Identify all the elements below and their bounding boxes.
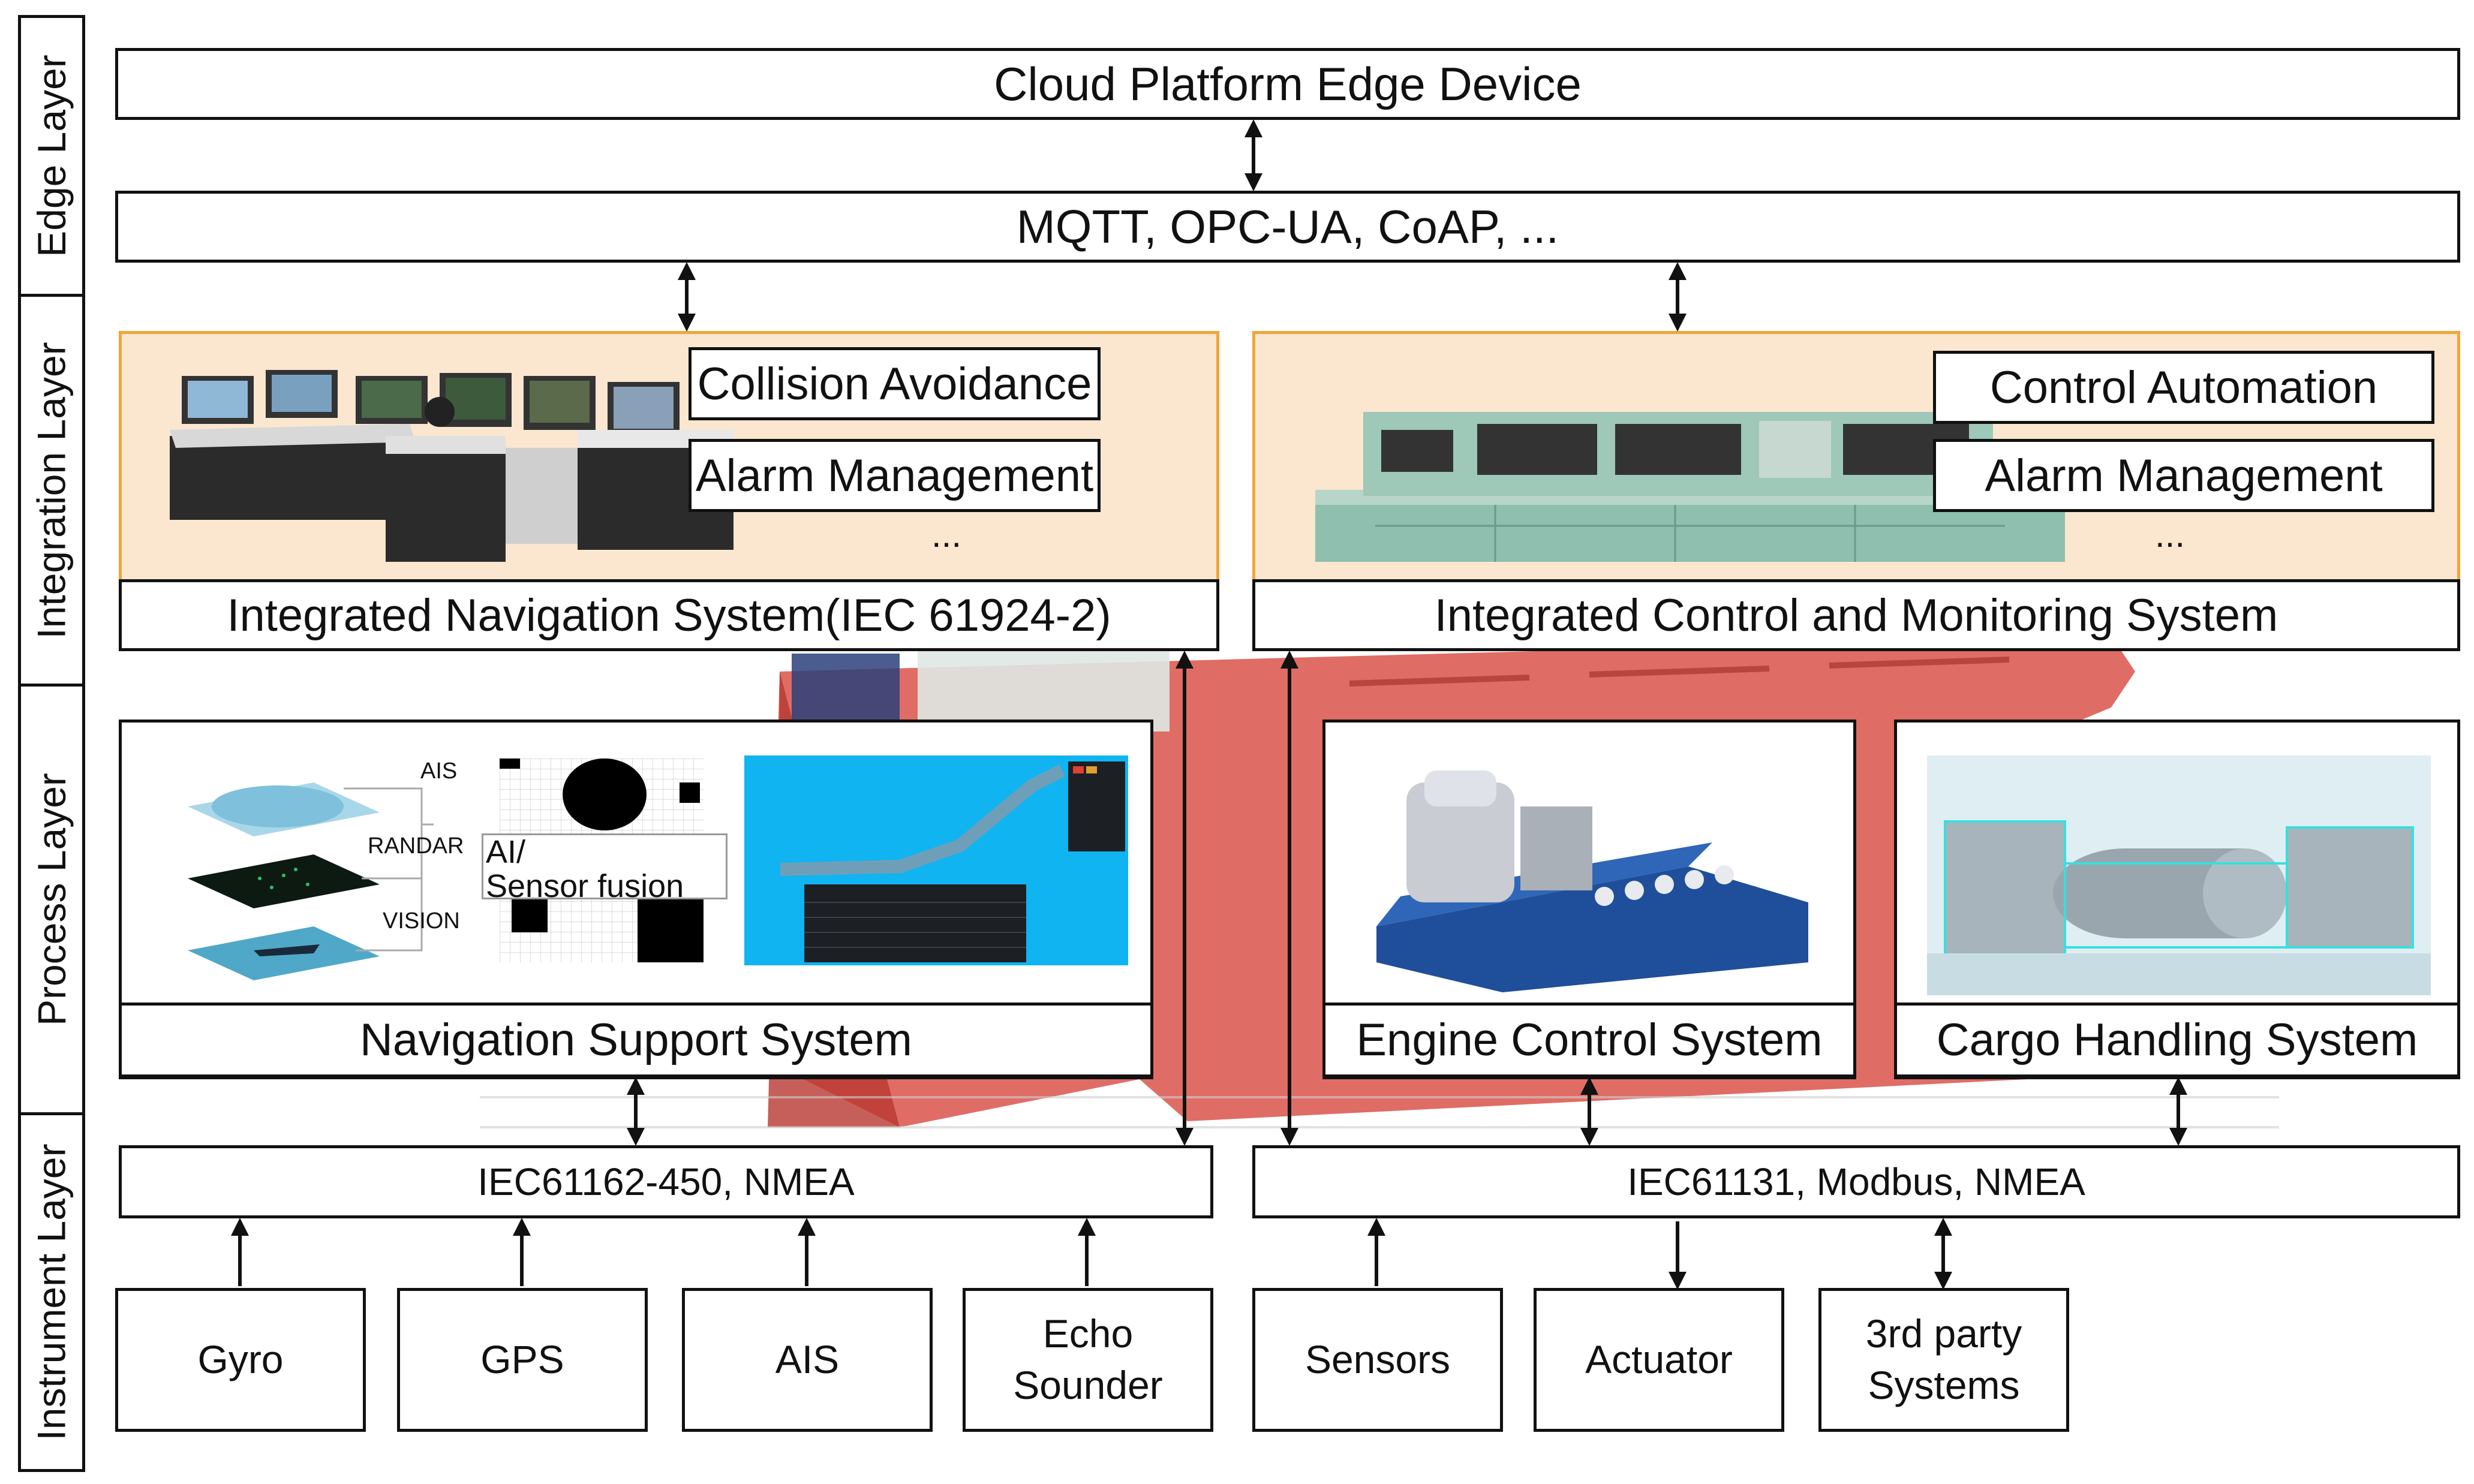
sensor-fusion-label: AI/ Sensor fusion	[482, 833, 728, 903]
control-alarm-management-box: Alarm Management	[1933, 439, 2434, 512]
bus-right-box: IEC61131, Modbus, NMEA	[1252, 1145, 2460, 1218]
layer-label-edge: Edge Layer	[18, 15, 85, 297]
control-more-ellipsis: ...	[2155, 514, 2186, 555]
integrated-control-title: Integrated Control and Monitoring System	[1434, 589, 2278, 641]
control-alarm-management-label: Alarm Management	[1985, 450, 2383, 501]
nav-support-title: Navigation Support System	[360, 1015, 912, 1065]
device-gps: GPS	[397, 1288, 648, 1432]
collision-avoidance-box: Collision Avoidance	[689, 347, 1101, 420]
device-echo-sounder: Echo Sounder	[963, 1288, 1213, 1432]
integrated-nav-title-box: Integrated Navigation System(IEC 61924-2…	[119, 579, 1219, 651]
layer-label-process: Process Layer	[18, 684, 85, 1115]
edge-protocols-label: MQTT, OPC-UA, CoAP, ...	[1016, 200, 1559, 253]
integrated-nav-panel: Collision Avoidance Alarm Management ...	[119, 331, 1219, 583]
cloud-platform-box: Cloud Platform Edge Device	[115, 48, 2460, 120]
engine-image	[1376, 770, 1808, 992]
device-gyro: Gyro	[115, 1288, 366, 1432]
nav-alarm-management-label: Alarm Management	[695, 450, 1094, 501]
stack-label-ais: AIS	[420, 758, 458, 784]
bus-right-label: IEC61131, Modbus, NMEA	[1627, 1160, 2085, 1203]
control-automation-box: Control Automation	[1933, 351, 2434, 424]
integrated-nav-title: Integrated Navigation System(IEC 61924-2…	[227, 589, 1111, 641]
bus-left-label: IEC61162-450, NMEA	[477, 1160, 855, 1203]
nav-support-title-box: Navigation Support System	[119, 1003, 1153, 1077]
engine-control-title: Engine Control System	[1356, 1015, 1823, 1065]
sensor-stack-image	[188, 782, 434, 980]
stack-label-randar: RANDAR	[368, 833, 464, 859]
edge-protocols-box: MQTT, OPC-UA, CoAP, ...	[115, 191, 2460, 263]
cloud-platform-label: Cloud Platform Edge Device	[994, 57, 1582, 110]
stack-label-vision: VISION	[383, 908, 460, 934]
device-sensors: Sensors	[1252, 1288, 1503, 1432]
cargo-handling-title-box: Cargo Handling System	[1894, 1003, 2460, 1077]
bus-left-box: IEC61162-450, NMEA	[119, 1145, 1213, 1218]
cargo-system-image	[1927, 755, 2431, 995]
device-actuator: Actuator	[1534, 1288, 1784, 1432]
integrated-control-panel: Control Automation Alarm Management ...	[1252, 331, 2460, 583]
cargo-handling-title: Cargo Handling System	[1936, 1015, 2418, 1065]
route-chart-image	[744, 755, 1128, 965]
device-ais: AIS	[682, 1288, 933, 1432]
control-automation-label: Control Automation	[1989, 362, 2378, 413]
engine-control-title-box: Engine Control System	[1322, 1003, 1856, 1077]
bridge-console-image	[170, 370, 734, 562]
layer-label-instrument: Instrument Layer	[18, 1112, 85, 1472]
layer-label-integration: Integration Layer	[18, 294, 85, 687]
integrated-control-title-box: Integrated Control and Monitoring System	[1252, 579, 2460, 651]
nav-alarm-management-box: Alarm Management	[689, 439, 1101, 512]
nav-more-ellipsis: ...	[931, 514, 962, 555]
collision-avoidance-label: Collision Avoidance	[697, 358, 1092, 410]
